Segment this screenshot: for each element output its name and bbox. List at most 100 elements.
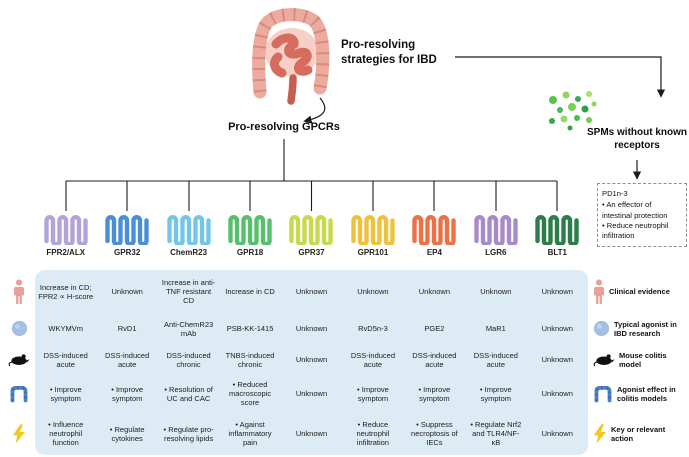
pd1n3-title: PD1n-3 (602, 189, 628, 198)
spms-title: SPMs without known receptors (587, 127, 687, 151)
gpcr-icon (227, 211, 273, 245)
table-cell: DSS-induced acute (412, 350, 457, 369)
table-cell: Unknown (541, 287, 573, 296)
receptor-column: BLT1 (527, 211, 588, 257)
table-cell: • Improve symptom (49, 384, 82, 403)
receptor-name: LGR6 (485, 248, 507, 257)
legend-row: Key or relevant action (593, 412, 689, 455)
receptor-column: GPR18 (219, 211, 280, 257)
human-icon (13, 279, 25, 305)
table-cell: • Reduced macroscopic score (228, 380, 272, 407)
table-cell: Increase in anti-TNF resistant CD (161, 278, 216, 305)
receptor-name: GPR37 (298, 248, 325, 257)
table-cell: Unknown (418, 287, 451, 296)
table-cell: RvD1 (117, 324, 137, 333)
gpcr-icon (411, 211, 457, 245)
right-legend: Clinical evidence Typical agonist in IBD… (593, 270, 689, 455)
receptor-name: ChemR23 (170, 248, 208, 257)
mouse-icon (593, 352, 615, 367)
arrow-to-spms (455, 56, 666, 98)
receptor-name: GPR18 (236, 248, 264, 257)
legend-label: Clinical evidence (609, 287, 670, 296)
colon-icon (9, 385, 29, 403)
table-cell: Increase in CD (225, 287, 275, 296)
gpcr-icon (534, 211, 580, 245)
arrow-intestine-to-gpcrs (303, 97, 326, 124)
gpcr-icon (104, 211, 150, 245)
pd1n3-box: PD1n-3 • An effector of intestinal prote… (597, 183, 687, 248)
gpcrs-title: Pro-resolving GPCRs (228, 121, 340, 133)
pd1n3-item: • An effector of intestinal protection (602, 200, 668, 220)
table-cell: WKYMVm (48, 324, 84, 333)
table-cell: Unknown (480, 287, 512, 296)
table-cell: • Improve symptom (357, 384, 389, 403)
human-icon (593, 279, 605, 305)
receptor-name: EP4 (426, 248, 442, 257)
intestine-illustration (252, 8, 330, 105)
gpcr-icon (473, 211, 519, 245)
table-cell: • Reduce neutrophil infiltration (356, 420, 390, 447)
table-cell: • Against inflammatory pain (228, 420, 272, 447)
table-cell: Unknown (111, 287, 143, 296)
receptor-name: FPR2/ALX (46, 248, 86, 257)
table-cell: Unknown (541, 324, 573, 333)
table-cell: Unknown (357, 287, 389, 296)
table-cell: Unknown (541, 389, 573, 398)
table-cell: Unknown (295, 389, 328, 398)
table-cell: • Regulate pro-resolving lipids (163, 424, 214, 443)
table-cell: • Regulate cytokines (109, 424, 145, 443)
circle-icon (11, 320, 28, 337)
pd1n3-item: • Reduce neutrophil infiltration (602, 220, 669, 240)
mouse-icon (8, 352, 30, 367)
receptor-tree-lines (65, 139, 558, 211)
receptor-column: GPR101 (342, 211, 403, 257)
legend-row: Agonist effect in colitis models (593, 375, 689, 412)
table-cell: DSS-induced acute (43, 350, 88, 369)
gpcr-icon (288, 211, 334, 245)
table-cell: • Improve symptom (111, 384, 144, 403)
table-cell: MaR1 (485, 324, 506, 333)
table-cell: DSS-induced acute (350, 350, 396, 369)
table-cell: PSB-KK-1415 (226, 324, 274, 333)
table-cell: Anti-ChemR23 mAb (164, 319, 214, 338)
circle-icon (593, 320, 610, 337)
legend-label: Mouse colitis model (619, 350, 667, 369)
gpcr-icon (166, 211, 212, 245)
gpcr-icon (350, 211, 396, 245)
table-cell: Unknown (295, 355, 328, 364)
legend-label: Typical agonist in IBD research (614, 319, 677, 338)
table-cell: RvD5n-3 (358, 324, 388, 333)
legend-row: Clinical evidence (593, 270, 689, 313)
receptor-name: GPR101 (357, 248, 389, 257)
legend-label: Agonist effect in colitis models (617, 384, 676, 403)
spm-dots (549, 91, 597, 131)
legend-label: Key or relevant action (611, 424, 666, 443)
receptor-column: GPR32 (96, 211, 157, 257)
table-cell: PGE2 (424, 324, 445, 333)
table-cell: DSS-induced acute (473, 350, 518, 369)
receptor-column: EP4 (404, 211, 465, 257)
receptor-name: GPR32 (114, 248, 141, 257)
table-cell: Unknown (541, 429, 573, 438)
gpcr-icon (43, 211, 89, 245)
receptor-column: LGR6 (465, 211, 526, 257)
receptor-column: GPR37 (281, 211, 342, 257)
table-cell: • Improve symptom (418, 384, 451, 403)
lightning-icon (593, 424, 607, 444)
table-cell: Unknown (295, 429, 328, 438)
table-cell: • Influence neutrophil function (48, 420, 84, 447)
table-cell: Unknown (541, 355, 573, 364)
table-cell: Unknown (295, 324, 328, 333)
table-cell: TNBS-induced chronic (225, 350, 275, 369)
table-cell: • Regulate Nrf2 and TLR4/NF-κB (470, 420, 522, 447)
receptor-name: BLT1 (547, 248, 567, 257)
table-cell: • Resolution of UC and CAC (164, 384, 213, 403)
table-cell: Unknown (295, 287, 328, 296)
legend-row: Mouse colitis model (593, 344, 689, 375)
left-legend (5, 270, 33, 455)
lightning-icon (12, 424, 26, 444)
table-cell: DSS-induced chronic (166, 350, 211, 369)
receptor-column: FPR2/ALX (35, 211, 96, 257)
table-cell: DSS-induced acute (105, 350, 150, 369)
